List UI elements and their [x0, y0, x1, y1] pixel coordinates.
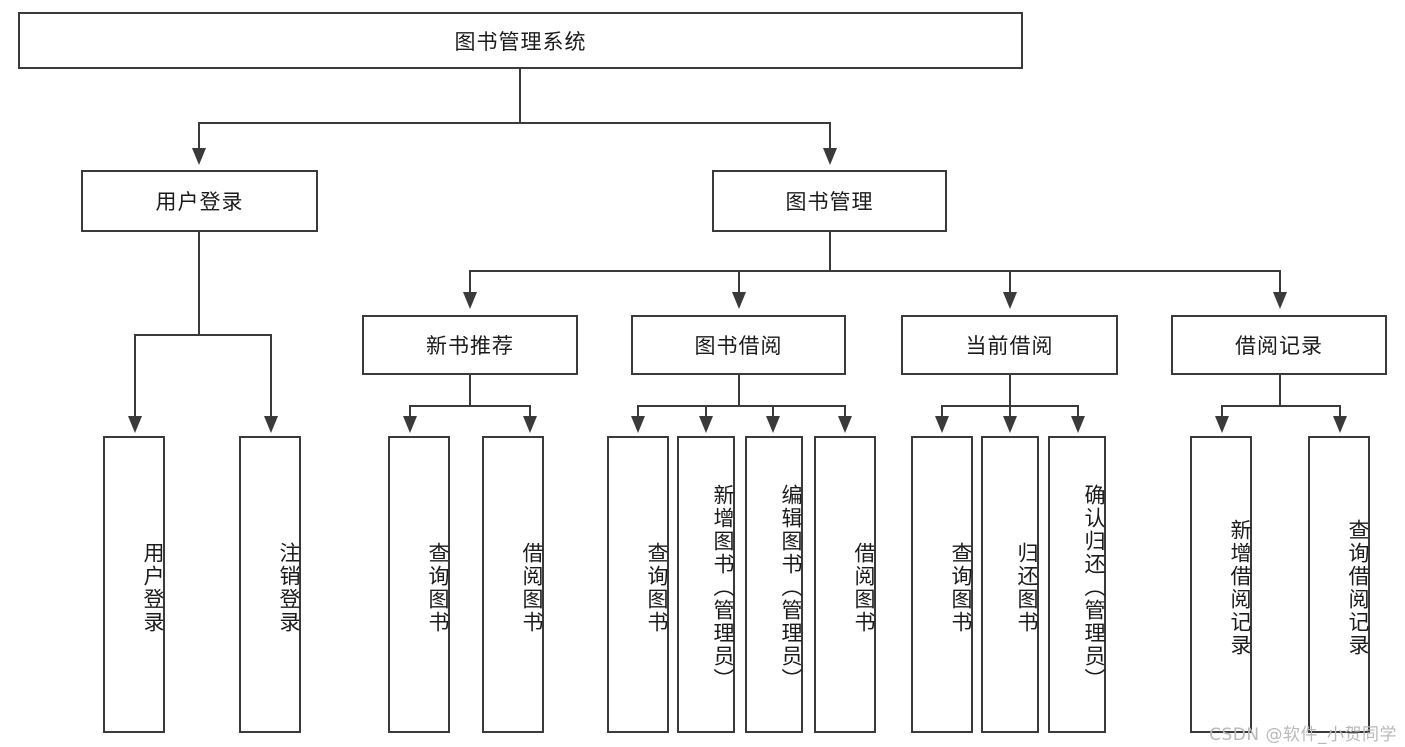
leaf-label: 注销登录 [277, 541, 301, 634]
leaf-label: 查询图书 [426, 541, 450, 634]
edge-root-stem [519, 69, 521, 123]
arrow-book-borrow-leaf-4 [838, 416, 852, 433]
arrow-root-to-user-login [192, 148, 206, 165]
edge-new-book-bus [409, 405, 531, 407]
leaf-borrow-record-add[interactable]: 新增借阅记录 [1190, 436, 1252, 733]
node-user-login-label: 用户登录 [155, 190, 244, 214]
arrow-book-borrow-leaf-2 [699, 416, 713, 433]
arrow-new-book-leaf-1 [403, 416, 417, 433]
edge-book-mgmt-drop-3 [1009, 270, 1011, 294]
leaf-label: 新增图书（管理员） [711, 484, 735, 691]
arrow-book-mgmt-child-1 [463, 292, 477, 309]
leaf-book-borrow-borrow[interactable]: 借阅图书 [814, 436, 876, 733]
leaf-user-login-logout[interactable]: 注销登录 [239, 436, 301, 733]
arrow-current-borrow-leaf-2 [1003, 416, 1017, 433]
node-new-book-recommend[interactable]: 新书推荐 [362, 315, 578, 375]
arrow-user-login-leaf-1 [128, 416, 142, 433]
leaf-current-borrow-query[interactable]: 查询图书 [911, 436, 973, 733]
edge-new-book-drop-1 [409, 405, 411, 418]
edge-borrow-record-drop-1 [1221, 405, 1223, 418]
edge-root-to-user-login [198, 122, 200, 150]
leaf-label: 查询图书 [645, 541, 669, 634]
node-book-management[interactable]: 图书管理 [712, 170, 947, 232]
node-root[interactable]: 图书管理系统 [18, 12, 1023, 69]
leaf-book-borrow-query[interactable]: 查询图书 [607, 436, 669, 733]
arrow-book-borrow-leaf-3 [766, 416, 780, 433]
arrow-book-mgmt-child-3 [1003, 292, 1017, 309]
node-new-book-recommend-label: 新书推荐 [426, 334, 514, 358]
edge-book-mgmt-drop-1 [469, 270, 471, 294]
node-root-label: 图书管理系统 [454, 29, 587, 54]
arrow-user-login-leaf-2 [264, 416, 278, 433]
arrow-root-to-book-mgmt [823, 148, 837, 165]
leaf-new-book-borrow[interactable]: 借阅图书 [482, 436, 544, 733]
edge-user-login-bus [134, 334, 272, 336]
arrow-book-borrow-leaf-1 [631, 416, 645, 433]
leaf-label: 借阅图书 [852, 541, 876, 634]
node-borrow-record[interactable]: 借阅记录 [1171, 315, 1387, 375]
node-borrow-record-label: 借阅记录 [1235, 334, 1323, 358]
edge-new-book-drop-2 [529, 405, 531, 418]
node-current-borrow-label: 当前借阅 [965, 334, 1054, 358]
edge-book-borrow-stem [738, 375, 740, 406]
arrow-book-mgmt-child-2 [732, 292, 746, 309]
edge-user-login-drop-1 [134, 334, 136, 418]
edge-borrow-record-drop-2 [1339, 405, 1341, 418]
node-book-borrow[interactable]: 图书借阅 [631, 315, 846, 375]
leaf-current-borrow-confirm[interactable]: 确认归还（管理员） [1048, 436, 1106, 733]
edge-book-borrow-drop-2 [705, 405, 707, 418]
edge-book-borrow-drop-4 [844, 405, 846, 418]
arrow-borrow-record-leaf-2 [1333, 416, 1347, 433]
edge-book-mgmt-drop-4 [1279, 270, 1281, 294]
leaf-book-borrow-edit[interactable]: 编辑图书（管理员） [745, 436, 803, 733]
leaf-borrow-record-query[interactable]: 查询借阅记录 [1308, 436, 1370, 733]
leaf-label: 借阅图书 [520, 541, 544, 634]
leaf-label: 新增借阅记录 [1228, 518, 1252, 657]
arrow-current-borrow-leaf-3 [1071, 416, 1085, 433]
leaf-book-borrow-add[interactable]: 新增图书（管理员） [677, 436, 735, 733]
leaf-label: 查询图书 [949, 541, 973, 634]
edge-book-mgmt-drop-2 [738, 270, 740, 294]
leaf-new-book-query[interactable]: 查询图书 [388, 436, 450, 733]
edge-current-borrow-drop-2 [1009, 405, 1011, 418]
node-book-borrow-label: 图书借阅 [694, 334, 783, 358]
edge-current-borrow-drop-1 [941, 405, 943, 418]
edge-borrow-record-bus [1221, 405, 1341, 407]
node-book-management-label: 图书管理 [785, 190, 874, 214]
edge-current-borrow-stem [1009, 375, 1011, 406]
node-current-borrow[interactable]: 当前借阅 [901, 315, 1118, 375]
leaf-label: 用户登录 [141, 541, 165, 634]
edge-book-mgmt-bus [469, 270, 1280, 272]
edge-book-borrow-bus [637, 405, 846, 407]
leaf-user-login-login[interactable]: 用户登录 [103, 436, 165, 733]
arrow-current-borrow-leaf-1 [935, 416, 949, 433]
edge-borrow-record-stem [1279, 375, 1281, 406]
edge-new-book-stem [469, 375, 471, 406]
edge-book-borrow-drop-1 [637, 405, 639, 418]
edge-user-login-stem [198, 232, 200, 335]
edge-user-login-drop-2 [270, 334, 272, 418]
edge-book-mgmt-stem [829, 232, 831, 271]
leaf-label: 查询借阅记录 [1346, 518, 1370, 657]
leaf-label: 确认归还（管理员） [1082, 484, 1106, 691]
leaf-current-borrow-return[interactable]: 归还图书 [981, 436, 1039, 733]
edge-root-bus [198, 122, 831, 124]
edge-current-borrow-drop-3 [1077, 405, 1079, 418]
edge-book-borrow-drop-3 [772, 405, 774, 418]
edge-root-to-book-mgmt [829, 122, 831, 150]
leaf-label: 归还图书 [1015, 541, 1039, 634]
arrow-new-book-leaf-2 [523, 416, 537, 433]
arrow-book-mgmt-child-4 [1273, 292, 1287, 309]
leaf-label: 编辑图书（管理员） [779, 484, 803, 691]
arrow-borrow-record-leaf-1 [1215, 416, 1229, 433]
node-user-login[interactable]: 用户登录 [81, 170, 318, 232]
